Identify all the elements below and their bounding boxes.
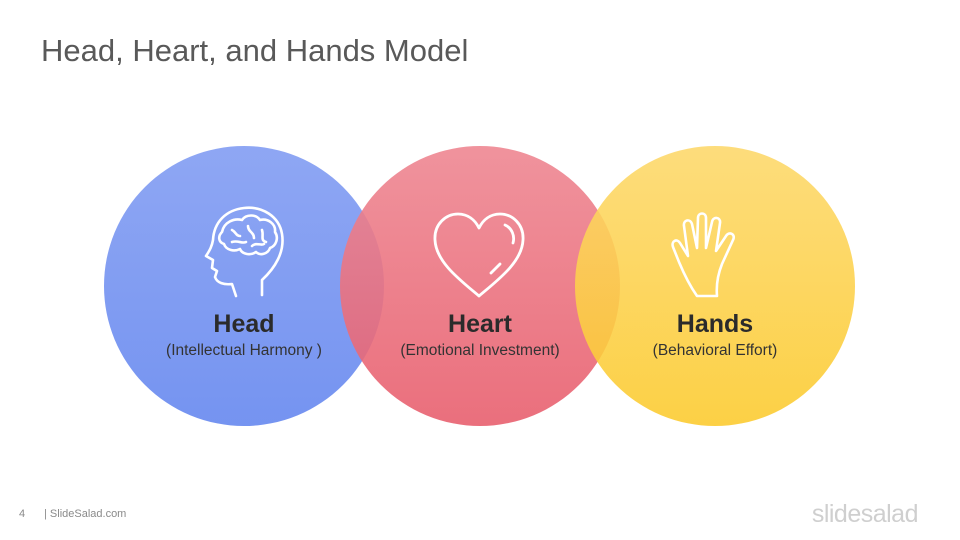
head-title: Head — [213, 310, 275, 338]
head-circle — [104, 146, 384, 426]
hands-label: Hands (Behavioral Effort) — [595, 309, 835, 361]
heart-subtitle: (Emotional Investment) — [400, 342, 560, 359]
brain-head-icon — [204, 206, 284, 298]
brand-logo: slidesalad — [811, 500, 919, 528]
heart-circle — [340, 146, 620, 426]
heart-icon — [433, 212, 525, 298]
hands-title: Hands — [676, 310, 754, 338]
head-subtitle: (Intellectual Harmony ) — [166, 342, 322, 359]
head-label: Head (Intellectual Harmony ) — [124, 309, 364, 361]
hands-circle — [575, 146, 855, 426]
footer-site-link: | SlideSalad.com — [44, 508, 127, 520]
hand-icon — [671, 212, 735, 298]
page-number: 4 — [19, 508, 26, 520]
heart-title: Heart — [448, 310, 512, 338]
heart-label: Heart (Emotional Investment) — [360, 309, 600, 361]
slide-title: Head, Heart, and Hands Model — [41, 33, 469, 68]
hands-subtitle: (Behavioral Effort) — [652, 342, 778, 359]
